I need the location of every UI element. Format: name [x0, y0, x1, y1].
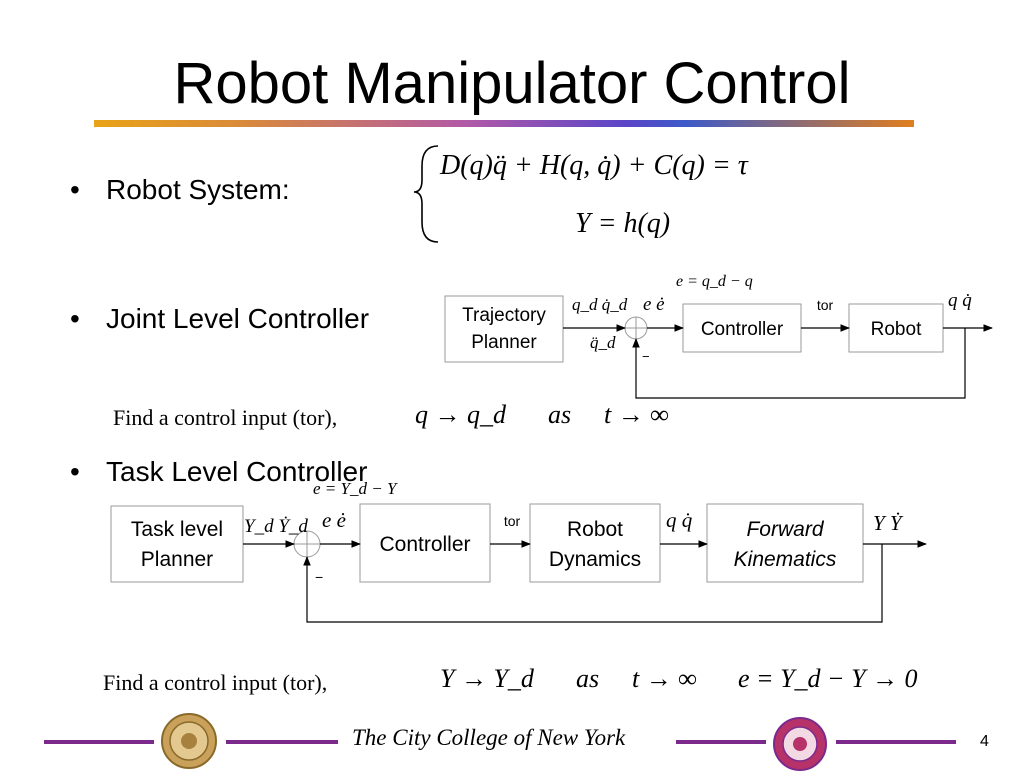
bullet-robot-system: • Robot System: [70, 173, 290, 207]
bullet-dot: • [70, 303, 80, 334]
task-error-limit: e = Y_d − Y → 0 [738, 664, 918, 693]
joint-as: as [548, 400, 572, 429]
controller-label: Controller [701, 319, 784, 340]
bullet-label: Robot System: [106, 174, 290, 205]
joint-error-definition: e = q_d − q [676, 273, 753, 290]
joint-level-diagram: Trajectory Planner Controller Robot tor … [444, 273, 993, 399]
equation-brace [413, 145, 439, 243]
minus-sign: − [642, 349, 650, 364]
output-equation: Y = h(q) [575, 208, 670, 239]
task-output-signals: Y Ẏ [873, 511, 904, 535]
forward-kinematics-label-1: Forward [746, 518, 824, 541]
task-error-definition: e = Y_d − Y [313, 479, 398, 498]
joint-reference-signals: q_d q̇_d [572, 295, 628, 314]
robot-block [848, 303, 944, 353]
page-number: 4 [980, 733, 989, 750]
bullet-dot: • [70, 174, 80, 205]
task-planner-label-2: Planner [141, 548, 213, 571]
task-as: as [576, 664, 600, 693]
footer-line-mid-left [226, 740, 338, 744]
task-feedback-path [303, 544, 883, 623]
footer-line-mid-right [676, 740, 766, 744]
footer-line-left [44, 740, 154, 744]
ccny-seal-logo [160, 712, 218, 775]
page-title: Robot Manipulator Control [173, 51, 851, 116]
task-tor-label: tor [504, 513, 521, 529]
robot-label: Robot [871, 319, 922, 340]
minus-sign: − [315, 569, 323, 585]
bullet-label: Joint Level Controller [106, 303, 370, 334]
task-level-diagram: Task level Planner Controller Robot Dyna… [110, 479, 927, 623]
title-underline [94, 120, 914, 127]
joint-limit: t → ∞ [604, 400, 669, 429]
trajectory-planner-label-2: Planner [471, 332, 537, 353]
robot-dynamics-label-1: Robot [567, 518, 623, 541]
task-planner-block [110, 505, 244, 583]
robot-dynamics-label-2: Dynamics [549, 548, 641, 571]
footer-line-right [836, 740, 956, 744]
feedback-path [632, 328, 966, 399]
task-joint-signals: q q̇ [666, 508, 693, 532]
bullet-label: Task Level Controller [106, 456, 368, 487]
bullet-joint-level: • Joint Level Controller [70, 302, 369, 336]
institution-name: The City College of New York [352, 725, 626, 750]
task-controller-label: Controller [379, 533, 470, 556]
trajectory-planner-block [444, 295, 564, 363]
bullet-task-level: • Task Level Controller [70, 455, 367, 489]
joint-output-signals: q q̇ [948, 290, 972, 311]
dynamics-equation: D(q)q̈ + H(q, q̇) + C(q) = τ [439, 150, 749, 181]
trajectory-planner-label-1: Trajectory [462, 305, 546, 326]
joint-reference-accel: q̈_d [590, 333, 616, 352]
joint-find-text: Find a control input (tor), [113, 405, 338, 430]
robot-dynamics-block [529, 503, 661, 583]
joint-goal: q → q_d [415, 400, 506, 429]
task-reference-signals: Y_d Ẏ_d [244, 516, 308, 537]
task-planner-label-1: Task level [131, 518, 223, 541]
bullet-dot: • [70, 456, 80, 487]
task-controller-block [359, 503, 491, 583]
task-goal: Y → Y_d [440, 664, 534, 693]
robot-system-equations: D(q)q̈ + H(q, q̇) + C(q) = τ Y = h(q) [413, 145, 749, 243]
task-limit: t → ∞ [632, 664, 697, 693]
robotics-lab-seal-logo [772, 716, 828, 777]
tor-label: tor [817, 297, 834, 313]
joint-error-signals: e ė [643, 294, 665, 315]
forward-kinematics-label-2: Kinematics [734, 548, 837, 571]
task-error-signals: e ė [322, 508, 346, 532]
task-find-text: Find a control input (tor), [103, 670, 328, 695]
